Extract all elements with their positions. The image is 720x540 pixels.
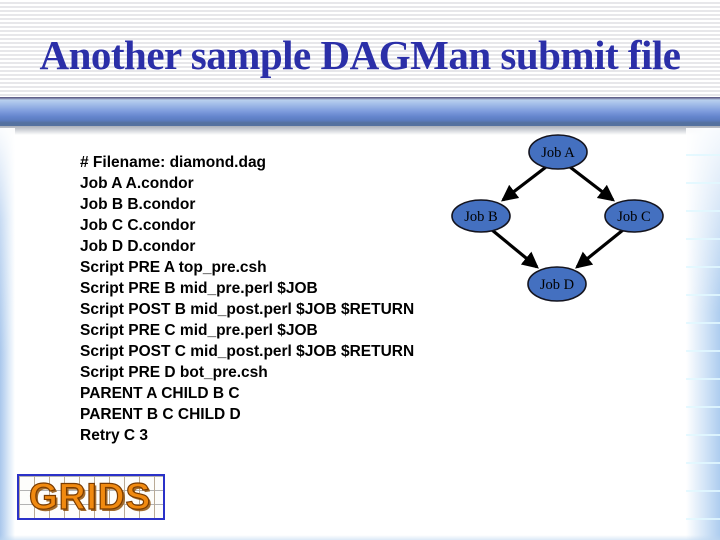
grids-logo-text: GRIDS: [28, 475, 152, 517]
code-line: Job D D.condor: [80, 238, 196, 255]
code-line: Script PRE B mid_pre.perl $JOB: [80, 280, 318, 297]
edge-b-to-d: [490, 228, 539, 269]
slide-title: Another sample DAGMan submit file: [39, 32, 681, 78]
edge-c-to-d: [575, 228, 625, 269]
code-line: Script POST B mid_post.perl $JOB $RETURN: [80, 301, 415, 318]
code-line: # Filename: diamond.dag: [80, 154, 267, 171]
job-a-label: Job A: [541, 145, 575, 161]
code-line: Script PRE C mid_pre.perl $JOB: [80, 322, 318, 339]
dag-edges: [490, 165, 625, 269]
job-c-label: Job C: [617, 209, 650, 225]
pinstripe-background: [0, 0, 720, 97]
code-line: PARENT B C CHILD D: [80, 406, 241, 423]
code-line: Script PRE D bot_pre.csh: [80, 364, 268, 381]
divider-bar-shadow: [0, 126, 720, 135]
divider-bar: [0, 97, 720, 126]
code-line: Job B B.condor: [80, 196, 196, 213]
job-b-label: Job B: [464, 209, 497, 225]
edge-a-to-c: [569, 165, 615, 202]
job-a-node: [528, 134, 588, 170]
right-edge-decoration: [686, 128, 720, 540]
code-line: PARENT A CHILD B C: [80, 385, 240, 402]
left-edge-decoration: [0, 128, 15, 540]
job-d-label: Job D: [540, 277, 574, 293]
job-b-node: [451, 199, 511, 233]
code-line: Script POST C mid_post.perl $JOB $RETURN: [80, 343, 415, 360]
bottom-edge-decoration: [0, 535, 720, 540]
job-c-node: [604, 199, 664, 233]
grids-logo: GRIDS: [17, 474, 165, 520]
job-d-node: [527, 266, 587, 302]
code-line: Job A A.condor: [80, 175, 194, 192]
code-line: Script PRE A top_pre.csh: [80, 259, 267, 276]
code-line: Job C C.condor: [80, 217, 196, 234]
edge-a-to-b: [501, 165, 547, 202]
code-line: Retry C 3: [80, 427, 149, 444]
dag-nodes: Job A Job B Job C Job D: [451, 134, 664, 302]
